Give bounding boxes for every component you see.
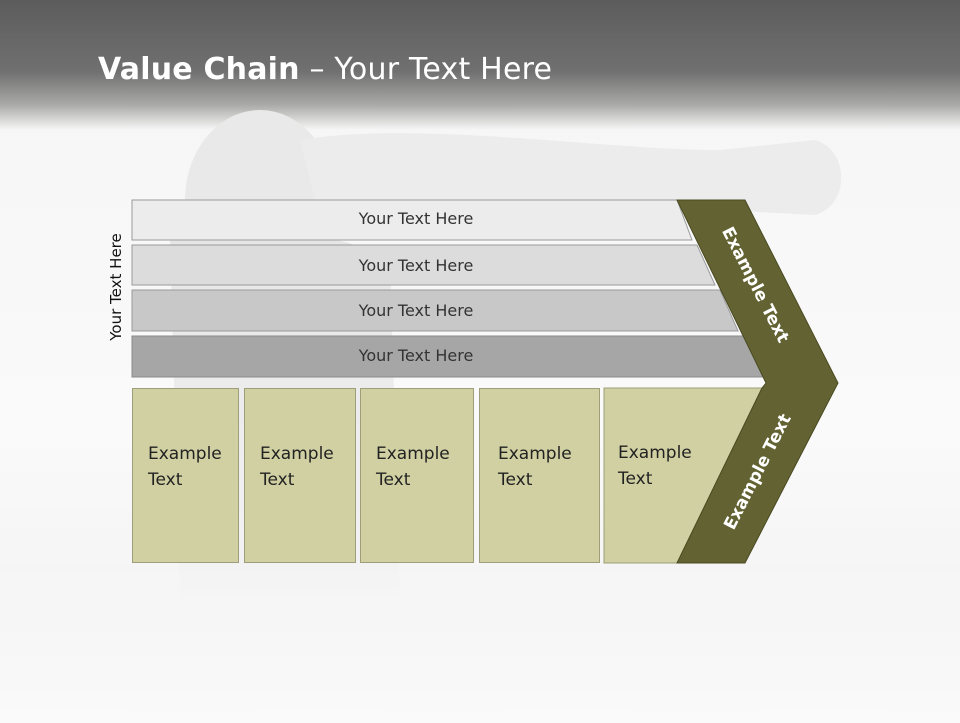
box-2-line1: Example xyxy=(260,444,334,464)
slide-title: Value Chain – Your Text Here xyxy=(98,52,552,87)
bar-1-label: Your Text Here xyxy=(358,209,474,228)
title-banner xyxy=(0,0,960,130)
box-3-line1: Example xyxy=(376,444,450,464)
box-1-line1: Example xyxy=(148,444,222,464)
box-4-line1: Example xyxy=(498,444,572,464)
figure-arm-shape xyxy=(300,133,842,220)
bar-3 xyxy=(131,289,739,332)
box-5-line2: Text xyxy=(618,469,653,489)
bar-2-label: Your Text Here xyxy=(358,256,474,275)
title-rest-part: – Your Text Here xyxy=(299,52,553,87)
bar-4-label: Your Text Here xyxy=(358,346,474,365)
side-label-text: Your Text Here xyxy=(107,233,125,341)
box-4-line2: Text xyxy=(498,470,533,490)
bar-3-label: Your Text Here xyxy=(358,301,474,320)
bar-1 xyxy=(131,199,693,241)
box-3-line2: Text xyxy=(376,470,411,490)
bar-2 xyxy=(131,244,716,286)
box-5-line1: Example xyxy=(618,443,692,463)
reflection-fade xyxy=(0,563,960,723)
box-1-line2: Text xyxy=(148,470,183,490)
box-2-line2: Text xyxy=(260,470,295,490)
title-bold-part: Value Chain xyxy=(98,52,300,87)
